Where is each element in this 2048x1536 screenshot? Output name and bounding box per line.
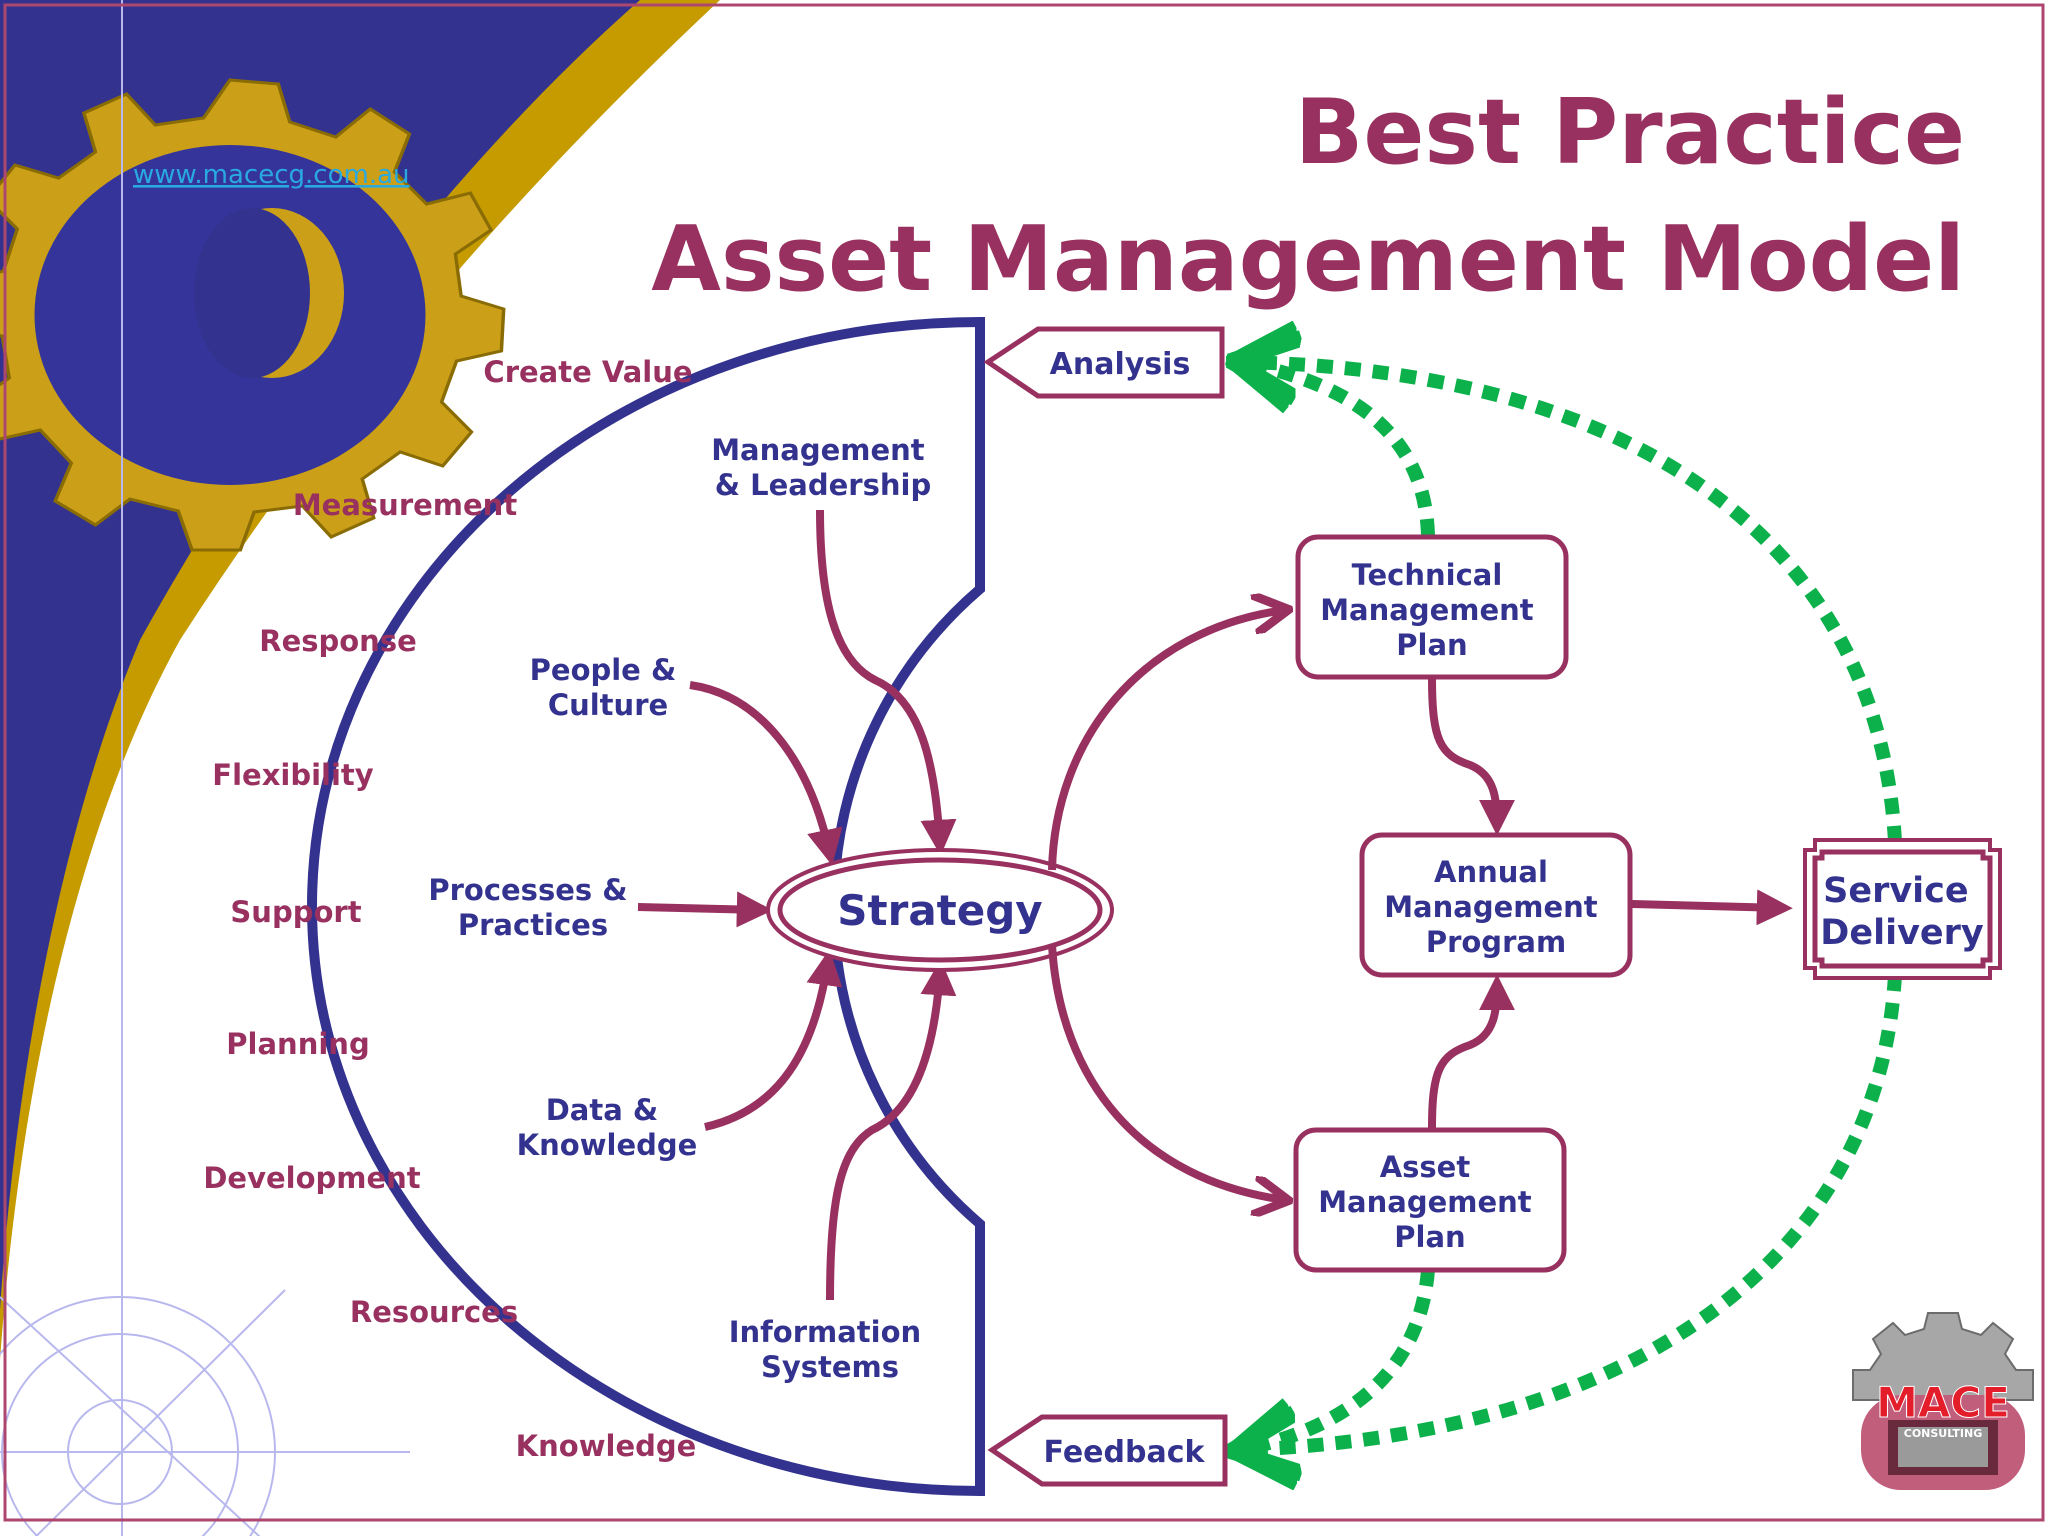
technical-management-plan-label: Technical Management Plan [1320,558,1544,662]
page-title-line2: Asset Management Model [651,207,1965,312]
arrow-technical-annual [1428,677,1515,836]
gear-icon [0,78,506,552]
strategy-output-arrows [1048,610,1793,1200]
strategy-node: Strategy [766,848,1114,972]
arrow-management [816,509,957,856]
asset-management-plan-box: Asset Management Plan [1293,1127,1567,1273]
arrow-processes [637,891,773,928]
arrow-data [704,949,843,1131]
asset-management-plan-label: Asset Management Plan [1318,1150,1542,1254]
annual-management-program-label: Annual Management Program [1384,855,1608,959]
service-delivery-box: Service Delivery [1803,838,2002,980]
outer-value-label: Create Value [483,355,692,389]
outer-values: Create Value Measurement Response Flexib… [203,355,696,1463]
arrow-strategy-technical [1048,610,1285,871]
arrow-strategy-asset [1048,944,1285,1200]
mace-logo-wordmark: MACE [1876,1378,2010,1427]
loop-technical-analysis [1240,362,1435,536]
outer-value-label: Resources [350,1295,518,1329]
mace-logo-icon: MACE CONSULTING [1852,1312,2034,1490]
strategy-label: Strategy [837,886,1042,935]
technical-management-plan-box: Technical Management Plan [1295,534,1569,680]
input-arrows [637,509,957,1301]
outer-value-label: Flexibility [212,758,374,792]
arrow-information [826,959,957,1301]
outer-value-label: Planning [226,1027,369,1061]
outer-value-label: Support [230,895,361,929]
input-people-culture: People & Culture [530,653,687,722]
loop-service-analysis [1240,362,1902,843]
mace-logo-subtext: CONSULTING [1904,1427,1983,1440]
input-management-leadership: Management & Leadership [711,433,935,502]
analysis-tag: Analysis [983,326,1225,399]
outer-value-label: Measurement [293,488,518,522]
loop-service-feedback [1240,974,1902,1450]
input-processes-practices: Processes & Practices [428,873,637,942]
loop-asset-feedback [1240,1269,1435,1450]
slide-frame [3,3,2045,1522]
arrow-annual-service [1631,889,1793,926]
feedback-loops [1240,362,1902,1450]
feedback-tag: Feedback [987,1414,1228,1487]
service-delivery-label: Service Delivery [1820,871,1984,953]
page-title-line1: Best Practice [1295,80,1965,185]
website-link[interactable]: www.macecg.com.au [133,160,410,190]
outer-value-label: Response [259,624,417,658]
outer-value-label: Development [203,1161,420,1195]
arrow-asset-annual [1428,974,1515,1129]
input-information-systems: Information Systems [729,1315,932,1384]
input-data-knowledge: Data & Knowledge [517,1093,698,1162]
outer-value-label: Knowledge [516,1429,697,1463]
feedback-label: Feedback [1044,1435,1206,1470]
arrow-people [689,681,843,866]
annual-management-program-box: Annual Management Program [1359,832,1633,978]
analysis-label: Analysis [1050,347,1191,382]
compass-rose-icon [0,0,410,1536]
